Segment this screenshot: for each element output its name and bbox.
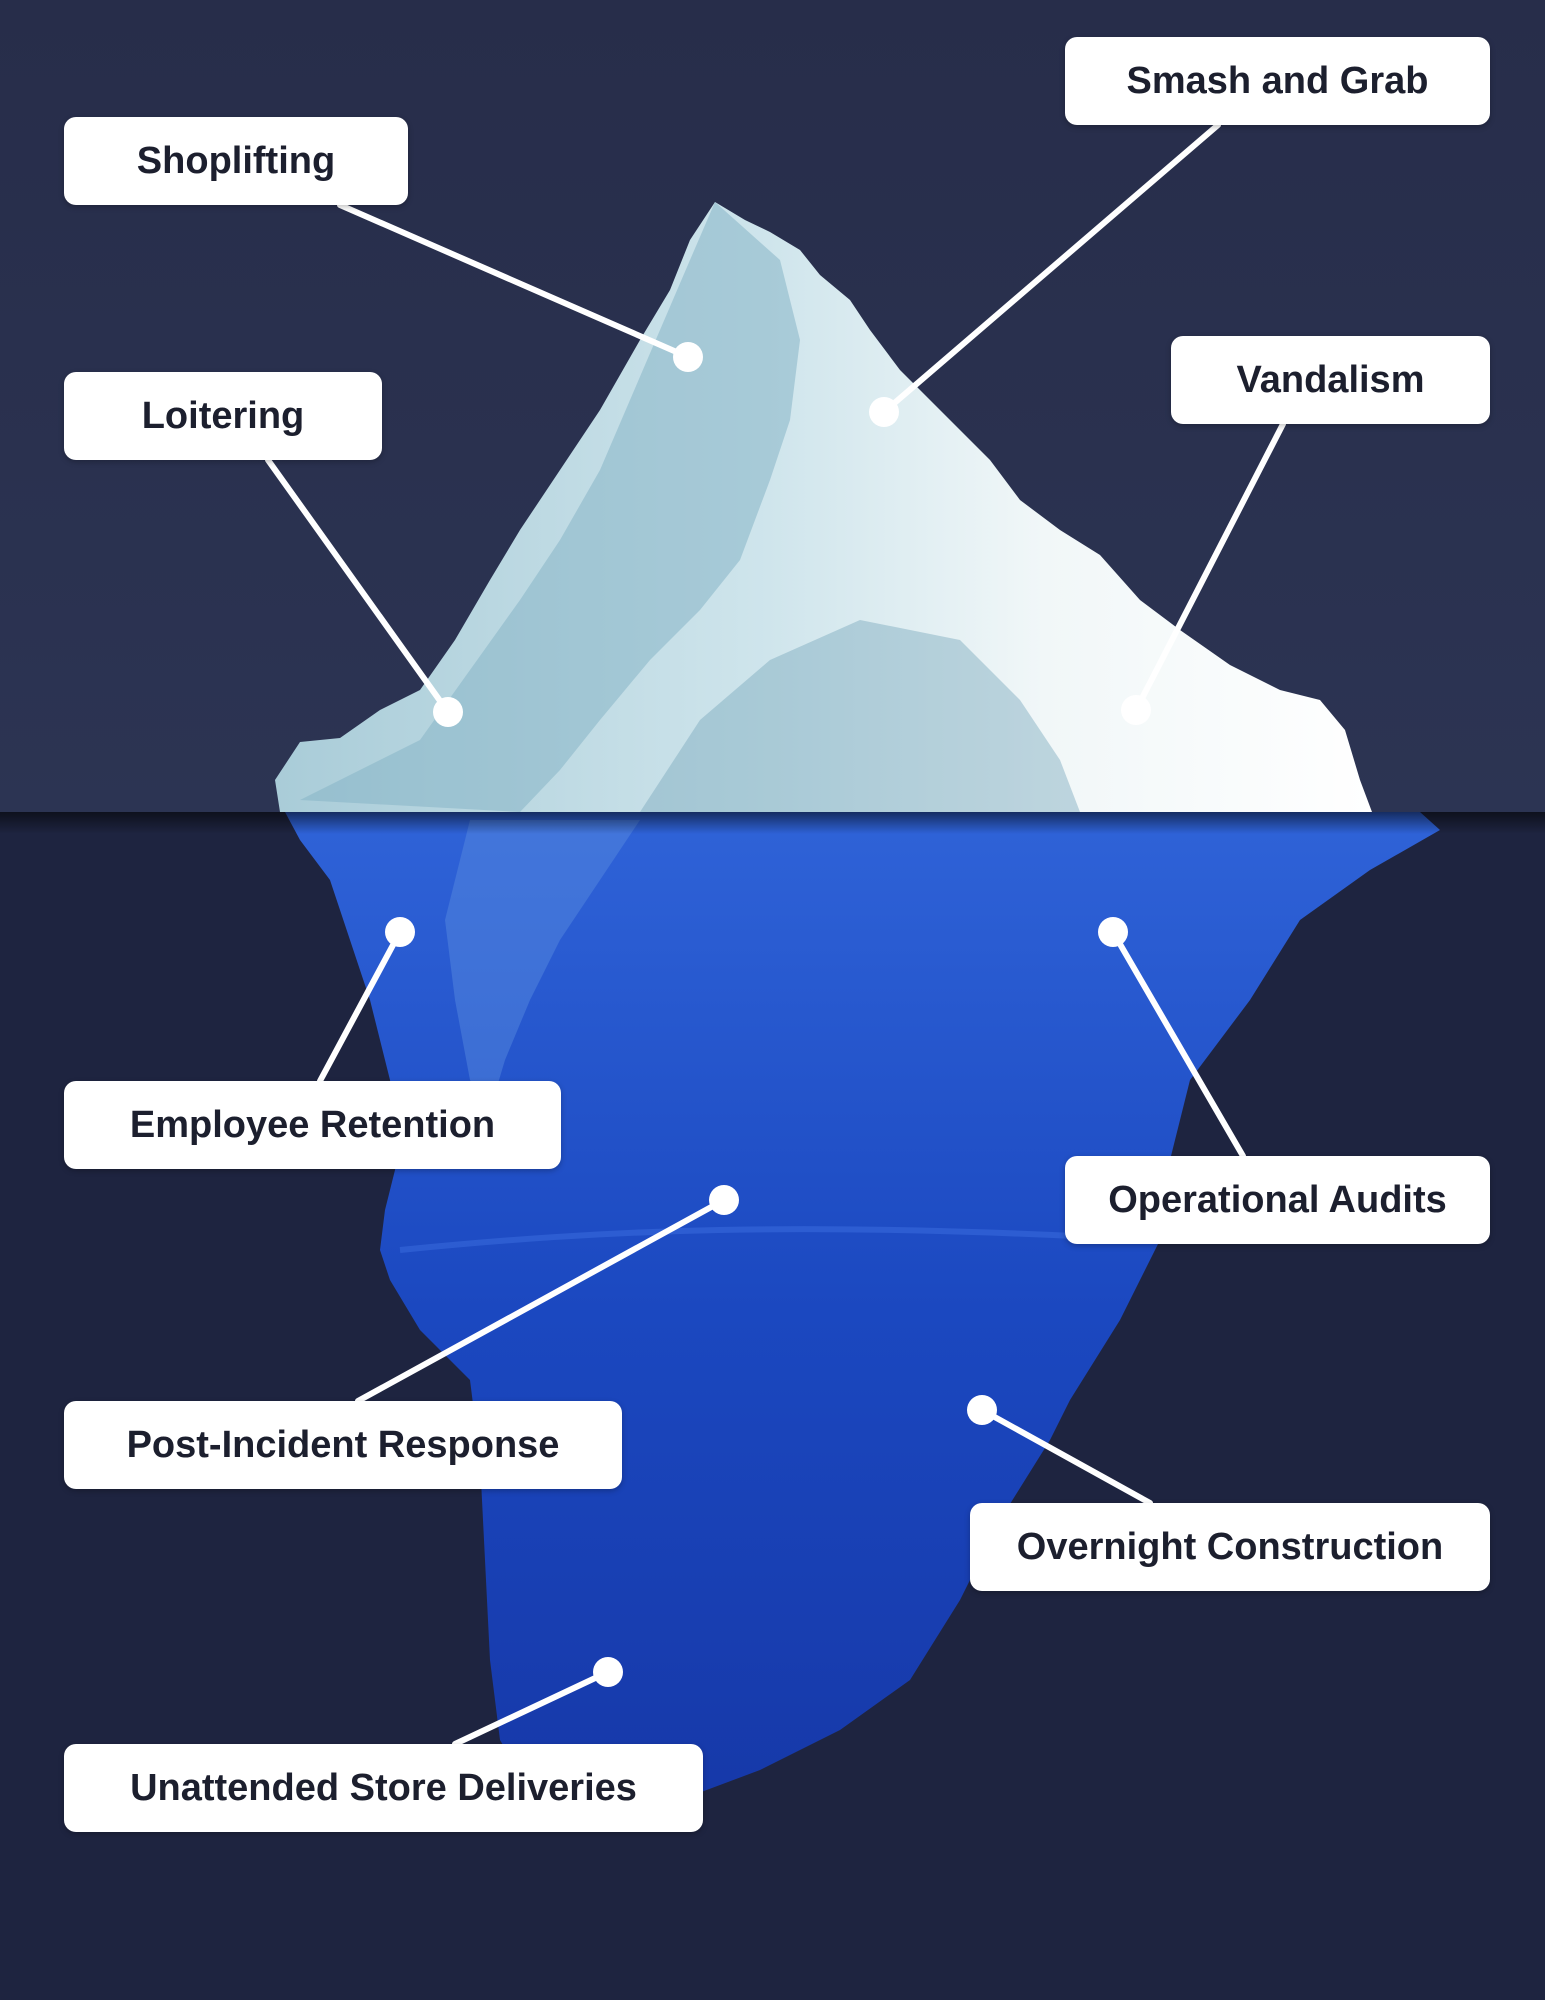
connector-dot-ops (1098, 917, 1128, 947)
label-overnight-construction: Overnight Construction (970, 1503, 1490, 1591)
underwater-ice-highlight (445, 820, 640, 1110)
connector-line-smash (881, 122, 1221, 415)
connector-line-post (355, 1197, 727, 1404)
connector-line-emp (317, 929, 403, 1084)
connector-line-loit (265, 457, 451, 715)
connector-dot-shop (673, 342, 703, 372)
label-post-incident-response: Post-Incident Response (64, 1401, 622, 1489)
connector-line-shop (337, 202, 691, 360)
label-operational-audits: Operational Audits (1065, 1156, 1490, 1244)
waterline-shadow (0, 812, 1545, 834)
connector-dot-unatt (593, 1657, 623, 1687)
label-vandalism: Vandalism (1171, 336, 1490, 424)
underwater-iceberg (285, 812, 1440, 1810)
connector-line-vand (1133, 421, 1286, 713)
label-loitering: Loitering (64, 372, 382, 460)
connector-dot-smash (869, 397, 899, 427)
connector-line-ops (1110, 929, 1246, 1159)
connector-line-unatt (452, 1669, 611, 1747)
connector-dot-post (709, 1185, 739, 1215)
connectors (265, 122, 1286, 1747)
connector-dot-vand (1121, 695, 1151, 725)
connector-dot-night (967, 1395, 997, 1425)
connector-dot-emp (385, 917, 415, 947)
label-employee-retention: Employee Retention (64, 1081, 561, 1169)
label-shoplifting: Shoplifting (64, 117, 408, 205)
ice-shadow-lower (640, 620, 1080, 812)
label-smash-and-grab: Smash and Grab (1065, 37, 1490, 125)
connector-dot-loit (433, 697, 463, 727)
connector-line-night (979, 1407, 1153, 1506)
underwater-ice-ridge (399, 1226, 1151, 1253)
label-unattended-store-deliveries: Unattended Store Deliveries (64, 1744, 703, 1832)
